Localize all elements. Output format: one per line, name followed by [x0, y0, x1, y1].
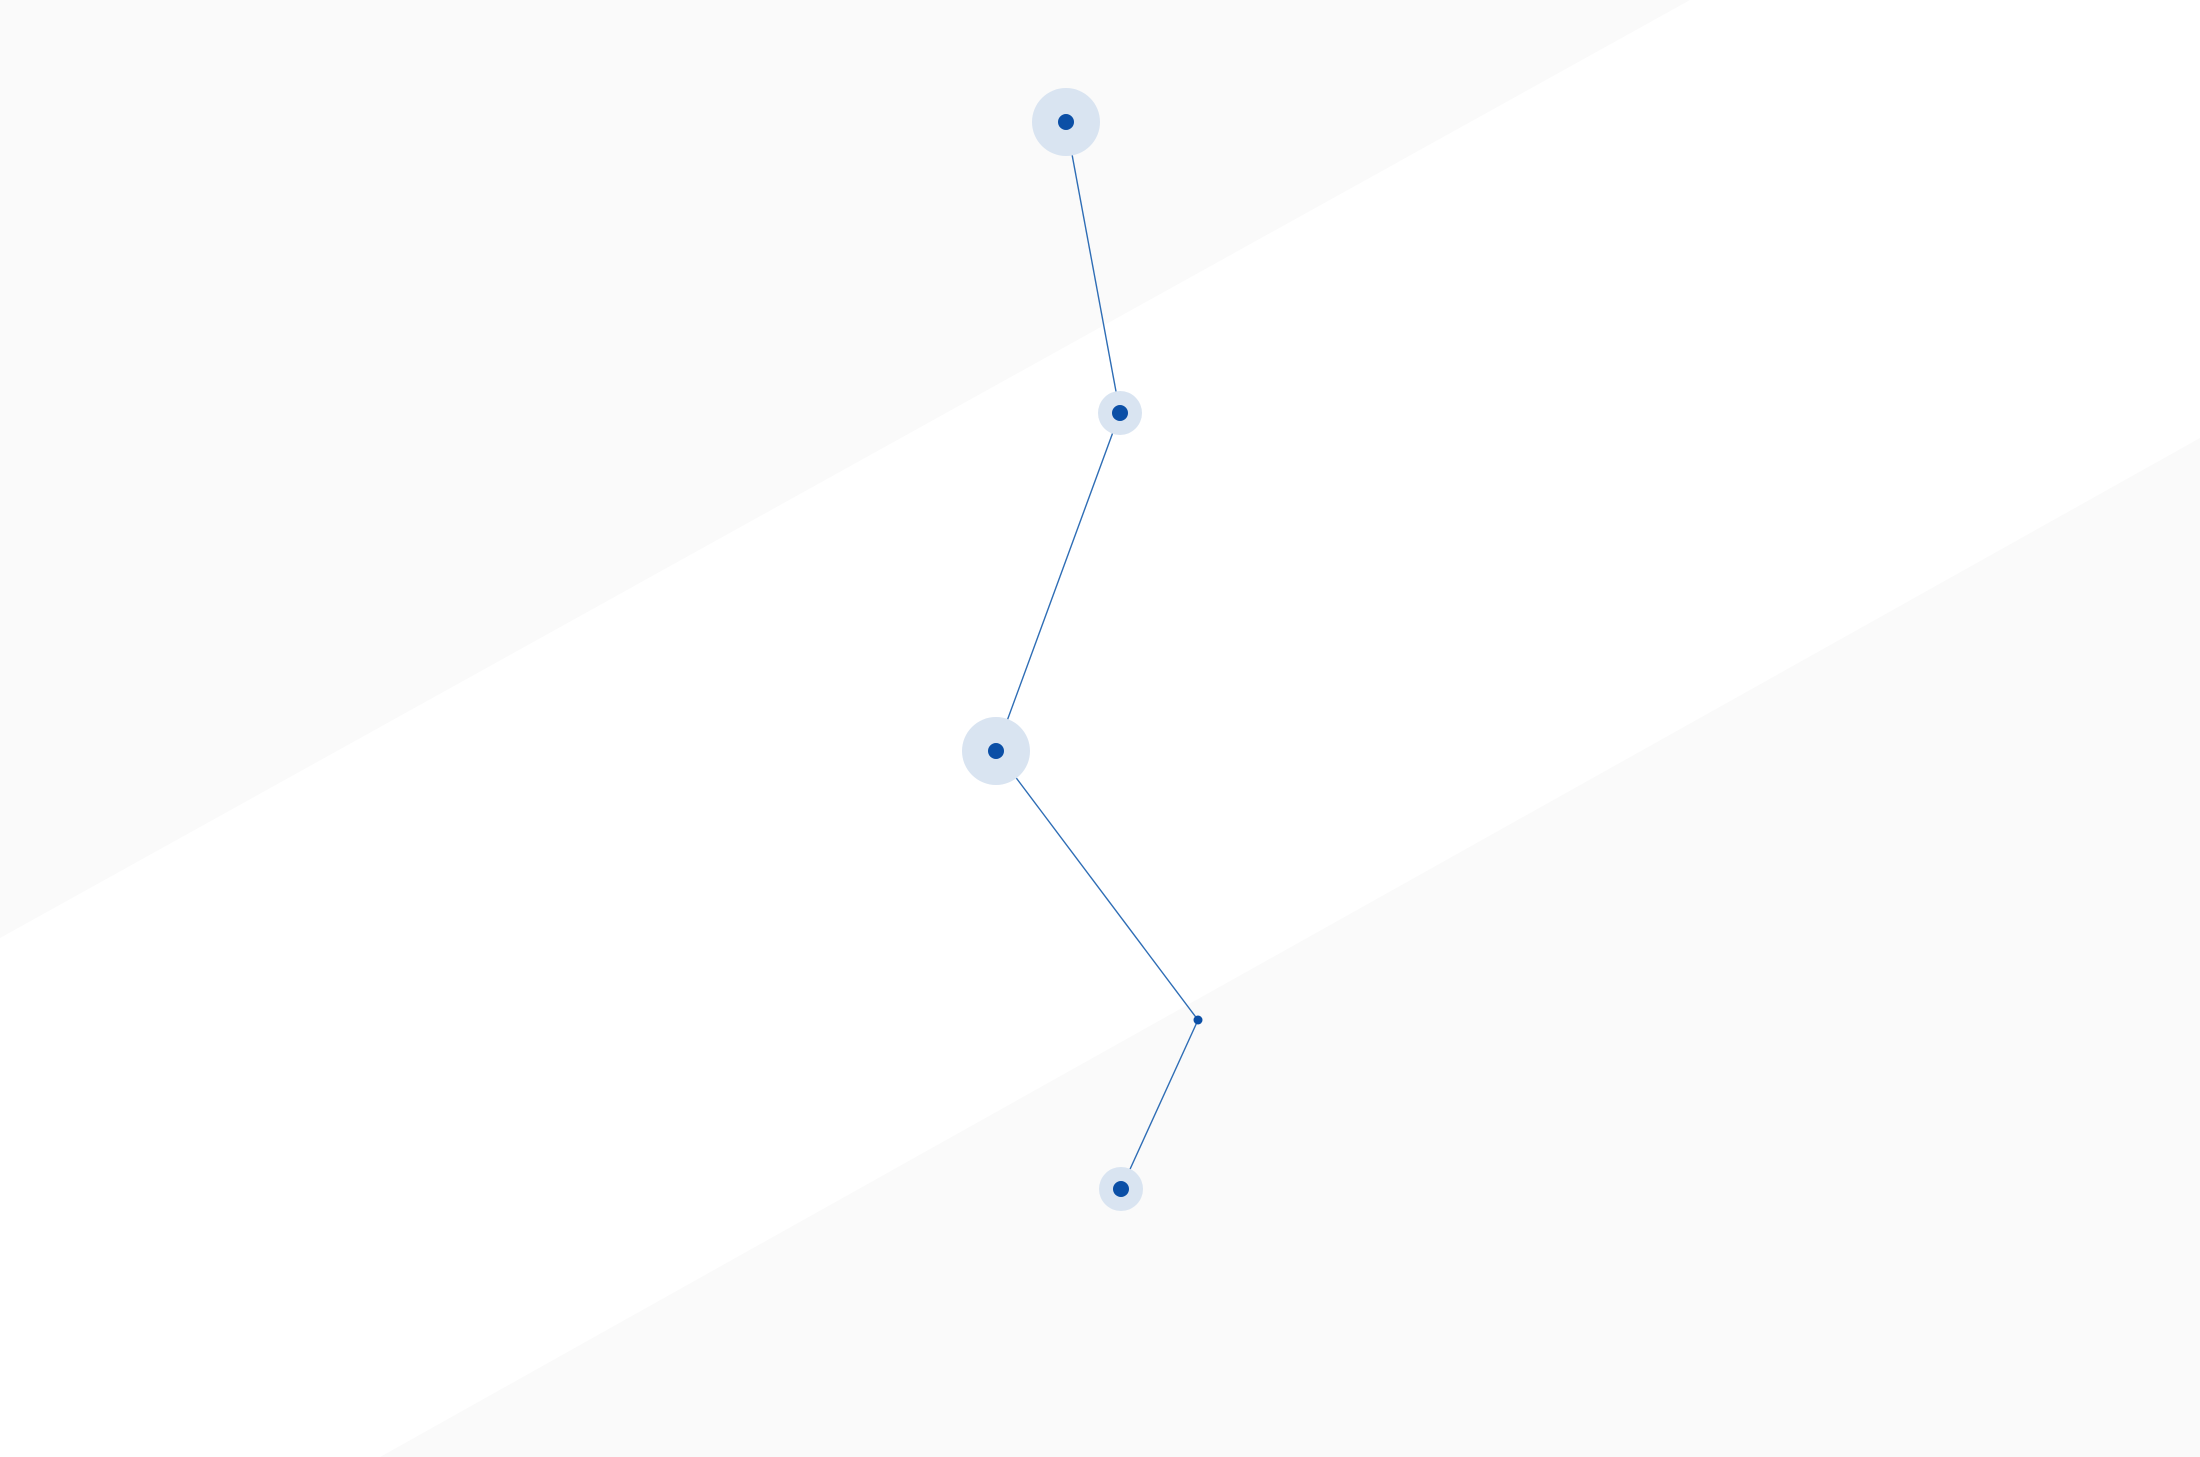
node-dot — [1058, 114, 1074, 130]
background-band-top — [0, 0, 1690, 938]
background-band-bottom — [380, 438, 2200, 1457]
node-n4 — [1193, 1015, 1203, 1025]
edge-n4-n5 — [1120, 1019, 1199, 1190]
node-n5 — [1099, 1167, 1143, 1211]
edges-layer — [995, 121, 1199, 1190]
edge-n2-n3 — [995, 412, 1121, 752]
node-dot — [1193, 1015, 1203, 1025]
node-n1 — [1032, 88, 1100, 156]
node-n3 — [962, 717, 1030, 785]
node-n2 — [1098, 391, 1142, 435]
edge-n1-n2 — [1065, 121, 1121, 414]
node-dot — [988, 743, 1004, 759]
edge-n3-n4 — [995, 750, 1199, 1021]
node-dot — [1112, 405, 1128, 421]
nodes-layer — [962, 88, 1203, 1211]
node-dot — [1113, 1181, 1129, 1197]
